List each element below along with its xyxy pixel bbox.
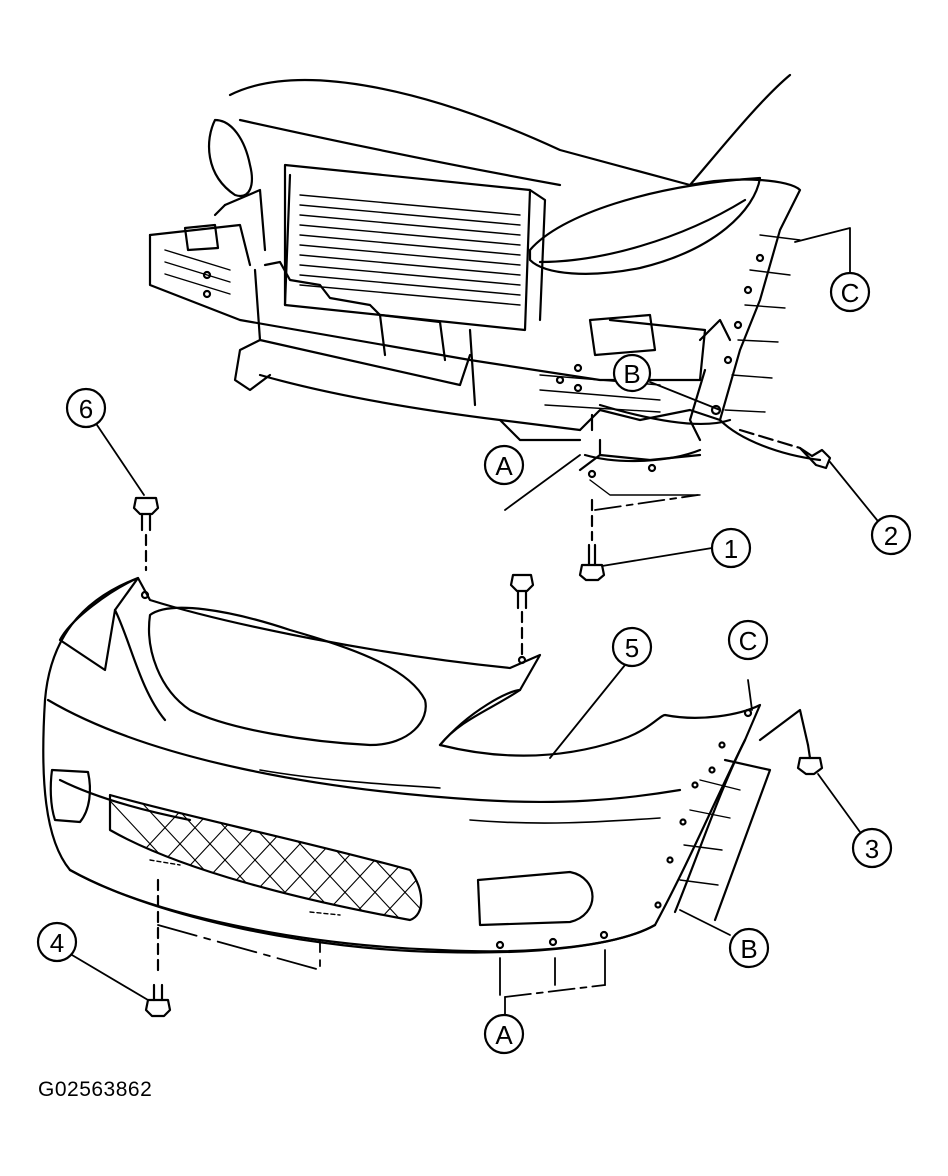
callout-part-4: 4 [36,921,149,1001]
callout-ref-c-top: C [829,271,871,313]
figure-code: G02563862 [38,1078,153,1101]
svg-text:1: 1 [724,534,738,564]
svg-text:A: A [495,451,513,481]
svg-text:3: 3 [865,834,879,864]
right-fender-liner [688,178,822,462]
callout-ref-b-top: B [612,353,652,393]
radiator [283,163,547,332]
callout-part-5: 5 [549,626,653,759]
svg-text:A: A [495,1020,513,1050]
callout-part-2: 2 [829,461,912,556]
bolt-part-6 [132,496,160,572]
left-headlamp [207,118,253,198]
callout-ref-a-bottom: A [483,1013,525,1055]
callout-part-1: 1 [601,527,752,569]
clip-part-2 [738,428,832,470]
bumper-reinforcement [148,223,707,413]
bolt-part-1 [578,498,606,582]
callout-ref-c-bottom: C [727,619,769,661]
callout-ref-b-bottom: B [728,927,770,969]
svg-text:B: B [740,934,757,964]
bolt-center [509,573,535,657]
svg-text:C: C [739,626,758,656]
reference-leader-lines [157,227,851,1016]
bolt-part-4 [144,878,172,1018]
callout-part-6: 6 [65,387,145,496]
clip-part-3 [758,708,824,776]
callout-part-3: 3 [817,773,893,869]
right-headlamp [528,176,762,275]
svg-text:C: C [841,278,860,308]
left-fog-lamp [49,768,91,824]
front-bumper-fascia [42,576,772,954]
svg-text:B: B [623,359,640,389]
lower-grille-mesh [108,793,423,922]
vehicle-front-assembly [148,73,822,496]
svg-text:5: 5 [625,633,639,663]
callout-ref-a-top: A [483,444,525,486]
upper-grille-opening [148,606,427,747]
svg-text:2: 2 [884,521,898,551]
svg-text:4: 4 [50,928,64,958]
svg-text:6: 6 [79,394,93,424]
right-fog-lamp [476,870,594,927]
